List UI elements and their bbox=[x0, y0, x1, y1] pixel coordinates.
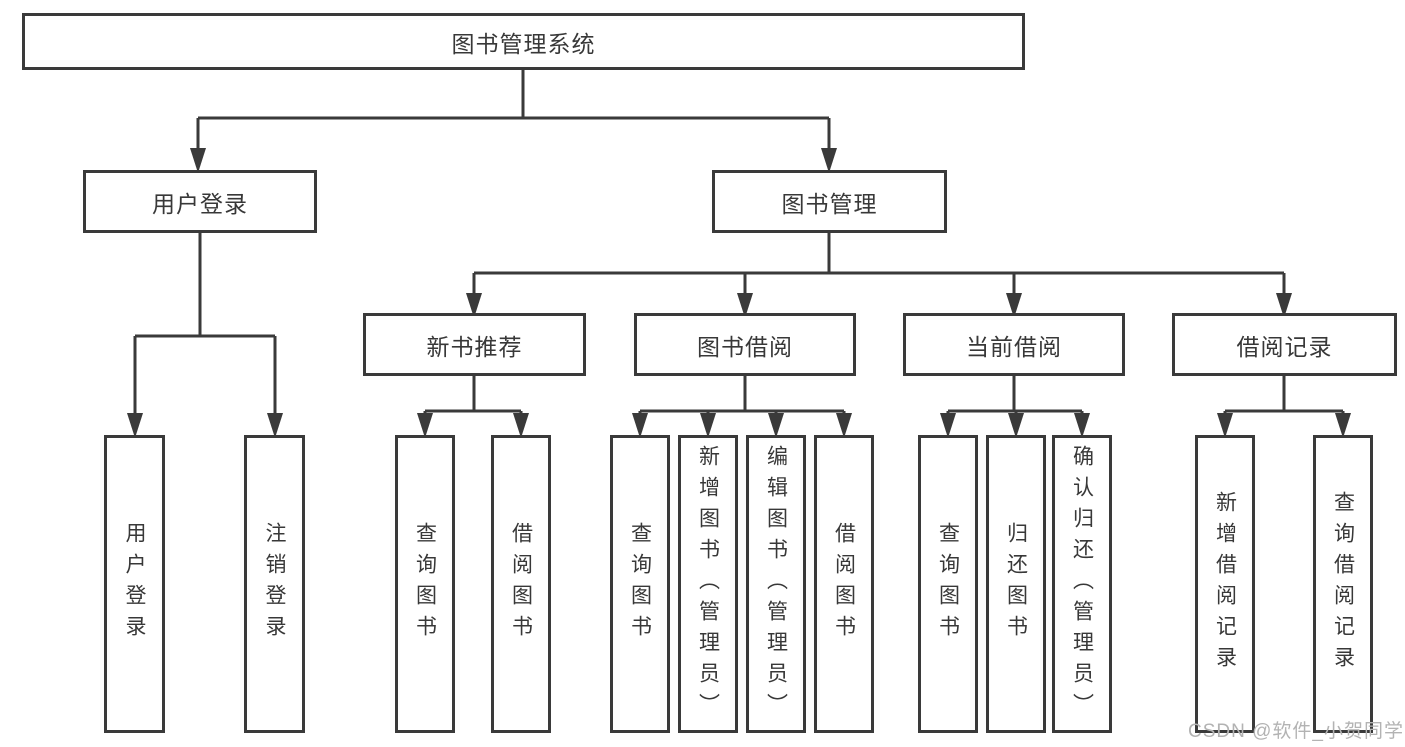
leaf-query-book-borrow: 查询图书 bbox=[610, 435, 670, 733]
leaf-user-login: 用户登录 bbox=[104, 435, 165, 733]
connector-user-login-branch bbox=[133, 233, 277, 415]
leaf-query-book-recommend: 查询图书 bbox=[395, 435, 455, 733]
arrowhead bbox=[1008, 413, 1024, 438]
arrowhead bbox=[1335, 413, 1351, 438]
arrowhead bbox=[1217, 413, 1233, 438]
leaf-query-borrow-record: 查询借阅记录 bbox=[1313, 435, 1373, 733]
arrowhead bbox=[821, 148, 837, 173]
csdn-watermark: CSDN @软件_小贺同学 bbox=[1188, 721, 1404, 742]
arrowhead bbox=[190, 148, 206, 173]
connector-book-borrow-branch bbox=[638, 376, 846, 414]
connector-borrow-records-branch bbox=[1223, 376, 1345, 414]
connector-root-branch bbox=[196, 70, 831, 150]
arrowhead bbox=[768, 413, 784, 438]
arrowhead bbox=[1074, 413, 1090, 438]
leaf-add-borrow-record: 新增借阅记录 bbox=[1195, 435, 1255, 733]
arrowhead bbox=[127, 413, 143, 438]
leaf-add-book-admin: 新增图书（管理员） bbox=[678, 435, 738, 733]
node-book-borrow: 图书借阅 bbox=[634, 313, 856, 376]
connector-current-borrow-branch bbox=[946, 376, 1084, 414]
leaf-confirm-return-admin: 确认归还（管理员） bbox=[1052, 435, 1112, 733]
arrowhead bbox=[737, 293, 753, 318]
arrowhead bbox=[940, 413, 956, 438]
arrowhead bbox=[1276, 293, 1292, 318]
arrowhead bbox=[417, 413, 433, 438]
leaf-query-book-current: 查询图书 bbox=[918, 435, 978, 733]
leaf-return-book: 归还图书 bbox=[986, 435, 1046, 733]
arrowhead bbox=[700, 413, 716, 438]
node-user-login: 用户登录 bbox=[83, 170, 317, 233]
node-new-book-recommend: 新书推荐 bbox=[363, 313, 586, 376]
connector-book-management-branch bbox=[472, 233, 1286, 295]
arrowhead bbox=[513, 413, 529, 438]
arrowhead bbox=[632, 413, 648, 438]
arrowhead bbox=[836, 413, 852, 438]
node-borrow-records: 借阅记录 bbox=[1172, 313, 1397, 376]
arrowhead bbox=[267, 413, 283, 438]
arrowhead bbox=[466, 293, 482, 318]
node-root: 图书管理系统 bbox=[22, 13, 1025, 70]
arrowhead bbox=[1006, 293, 1022, 318]
leaf-logout: 注销登录 bbox=[244, 435, 305, 733]
node-book-management: 图书管理 bbox=[712, 170, 947, 233]
node-current-borrow: 当前借阅 bbox=[903, 313, 1125, 376]
leaf-borrow-book-recommend: 借阅图书 bbox=[491, 435, 551, 733]
leaf-edit-book-admin: 编辑图书（管理员） bbox=[746, 435, 806, 733]
leaf-borrow-book: 借阅图书 bbox=[814, 435, 874, 733]
connector-new-book-recommend-branch bbox=[423, 376, 523, 414]
